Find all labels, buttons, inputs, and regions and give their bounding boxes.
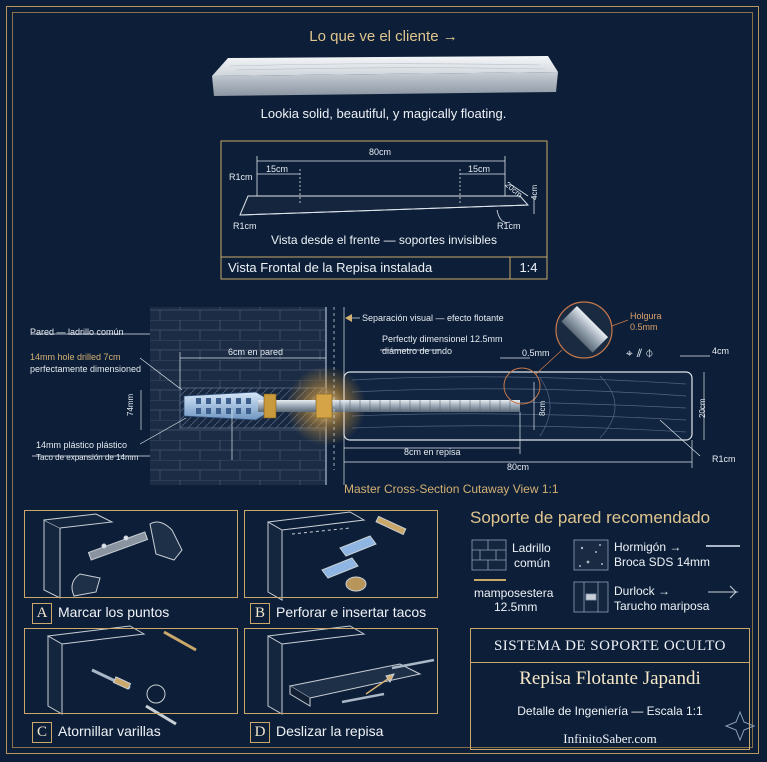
title-block bbox=[470, 628, 750, 750]
step-d-caption: D Deslizar la repisa bbox=[250, 722, 383, 743]
masonry-label-1: mamposestera bbox=[474, 586, 554, 600]
inner-frame bbox=[12, 12, 753, 748]
holgura-label-2: 0.5mm bbox=[630, 322, 658, 332]
step-c-art bbox=[47, 625, 197, 726]
front-radius-bottom-right: R1cm bbox=[497, 221, 521, 231]
front-dim-height: 4cm bbox=[530, 184, 539, 200]
step-a-panel bbox=[24, 510, 238, 598]
tagline: Lookia solid, beautiful, y magically flo… bbox=[260, 106, 507, 121]
front-view-caption: Vista desde el frente — soportes invisib… bbox=[271, 233, 497, 247]
step-c-label: Atornillar varillas bbox=[58, 723, 161, 739]
step-c-caption: C Atornillar varillas bbox=[32, 722, 161, 743]
hole-label-1: 14mm hole drilled 7cm bbox=[30, 352, 121, 362]
site-name: InfinitoSaber.com bbox=[563, 731, 657, 746]
step-a-caption: A Marcar los puntos bbox=[32, 603, 169, 624]
shelf-embed-label: 8cm en repisa bbox=[404, 447, 461, 457]
customer-view-label: Lo que ve el cliente → bbox=[309, 28, 458, 45]
height-74-label: 74mm bbox=[126, 393, 135, 416]
step-b-letter: B bbox=[250, 603, 270, 624]
drywall-label-1: Durlock → bbox=[614, 584, 671, 598]
step-c-panel bbox=[24, 628, 238, 714]
bore-label-1: Perfectly dimensionel 12.5mm bbox=[382, 334, 503, 344]
cross-section-title: Master Cross-Section Cutaway View 1:1 bbox=[344, 482, 559, 496]
brick-label-2: común bbox=[514, 556, 551, 570]
concrete-label-2: Broca SDS 14mm bbox=[614, 555, 711, 569]
step-c-letter: C bbox=[32, 722, 52, 743]
dim-20cm: 20cm bbox=[698, 398, 707, 418]
threaded-rod bbox=[258, 400, 520, 412]
butterfly-anchor-icon bbox=[708, 585, 738, 599]
step-a-label: Marcar los puntos bbox=[58, 604, 170, 620]
plug-label-1: 14mm plástico plástico bbox=[36, 440, 128, 450]
step-b-label: Perforar e insertar tacos bbox=[276, 604, 427, 620]
step-d-label: Deslizar la repisa bbox=[276, 723, 384, 739]
system-title: SISTEMA DE SOPORTE OCULTO bbox=[493, 638, 727, 654]
front-dimensions bbox=[256, 156, 535, 223]
hero-shelf-top bbox=[212, 56, 558, 76]
drywall-label-2: Tarucho mariposa bbox=[614, 599, 710, 613]
wall-label: Pared — ladrillo común bbox=[30, 327, 124, 337]
clearance-label: 0.5mm bbox=[522, 348, 550, 358]
front-dim-total: 80cm bbox=[369, 147, 392, 157]
step-a-letter: A bbox=[32, 603, 52, 624]
shelf-radius-label: R1cm bbox=[712, 454, 736, 464]
step-b-caption: B Perforar e insertar tacos bbox=[250, 603, 426, 624]
holgura-label-1: Holgura bbox=[630, 311, 662, 321]
dim-4cm: 4cm bbox=[712, 346, 730, 356]
hole-label-2: perfectamente dimensioned bbox=[30, 364, 142, 374]
sparkle-icon bbox=[724, 710, 756, 742]
plug-label-2: Taco de expansión de 14mm bbox=[36, 453, 139, 462]
cross-section-dimensions bbox=[32, 307, 710, 485]
front-view-box bbox=[220, 140, 548, 280]
front-radius-bottom-left: R1cm bbox=[233, 221, 257, 231]
hero-shelf-front bbox=[212, 72, 558, 96]
detail-subtitle: Detalle de Ingeniería — Escala 1:1 bbox=[517, 704, 703, 718]
brick-label-1: Ladrillo bbox=[512, 541, 551, 555]
step-b-panel bbox=[244, 510, 438, 598]
brick-swatch bbox=[471, 539, 507, 571]
embed-label: 6cm en pared bbox=[228, 347, 284, 357]
step-d-art bbox=[267, 625, 435, 715]
step-b-art bbox=[267, 511, 407, 601]
concrete-swatch bbox=[573, 539, 609, 571]
drywall-swatch bbox=[573, 581, 609, 613]
step-d-letter: D bbox=[250, 722, 270, 743]
support-title: Soporte de pared recomendado bbox=[470, 508, 711, 527]
product-title: Repisa Flotante Japandi bbox=[519, 668, 701, 689]
front-view-title: Vista Frontal de la Repisa instalada bbox=[228, 260, 433, 275]
front-shelf-outline bbox=[239, 195, 530, 216]
front-view-scale: 1:4 bbox=[519, 260, 538, 275]
concrete-label-1: Hormigón → bbox=[614, 540, 682, 554]
expansion-plug bbox=[183, 391, 267, 421]
bore-label-2: diámetro de undo bbox=[382, 346, 453, 356]
front-dim-left: 15cm bbox=[266, 164, 289, 174]
front-dim-right: 15cm bbox=[468, 164, 491, 174]
front-radius-top-left: R1cm bbox=[229, 172, 253, 182]
outer-frame bbox=[6, 6, 759, 754]
step-d-panel bbox=[244, 628, 438, 714]
masonry-label-2: 12.5mm bbox=[494, 600, 538, 614]
step-a-art bbox=[43, 513, 183, 599]
gap-label: Separación visual — efecto flotante bbox=[362, 313, 504, 323]
gd-symbols: ⌖ ⫽ ⏀ bbox=[626, 346, 653, 360]
shelf-total-label: 80cm bbox=[507, 462, 530, 472]
dim-8cm: 8cm bbox=[538, 400, 547, 416]
title-block-divider bbox=[470, 662, 750, 663]
brass-collar bbox=[315, 393, 333, 419]
